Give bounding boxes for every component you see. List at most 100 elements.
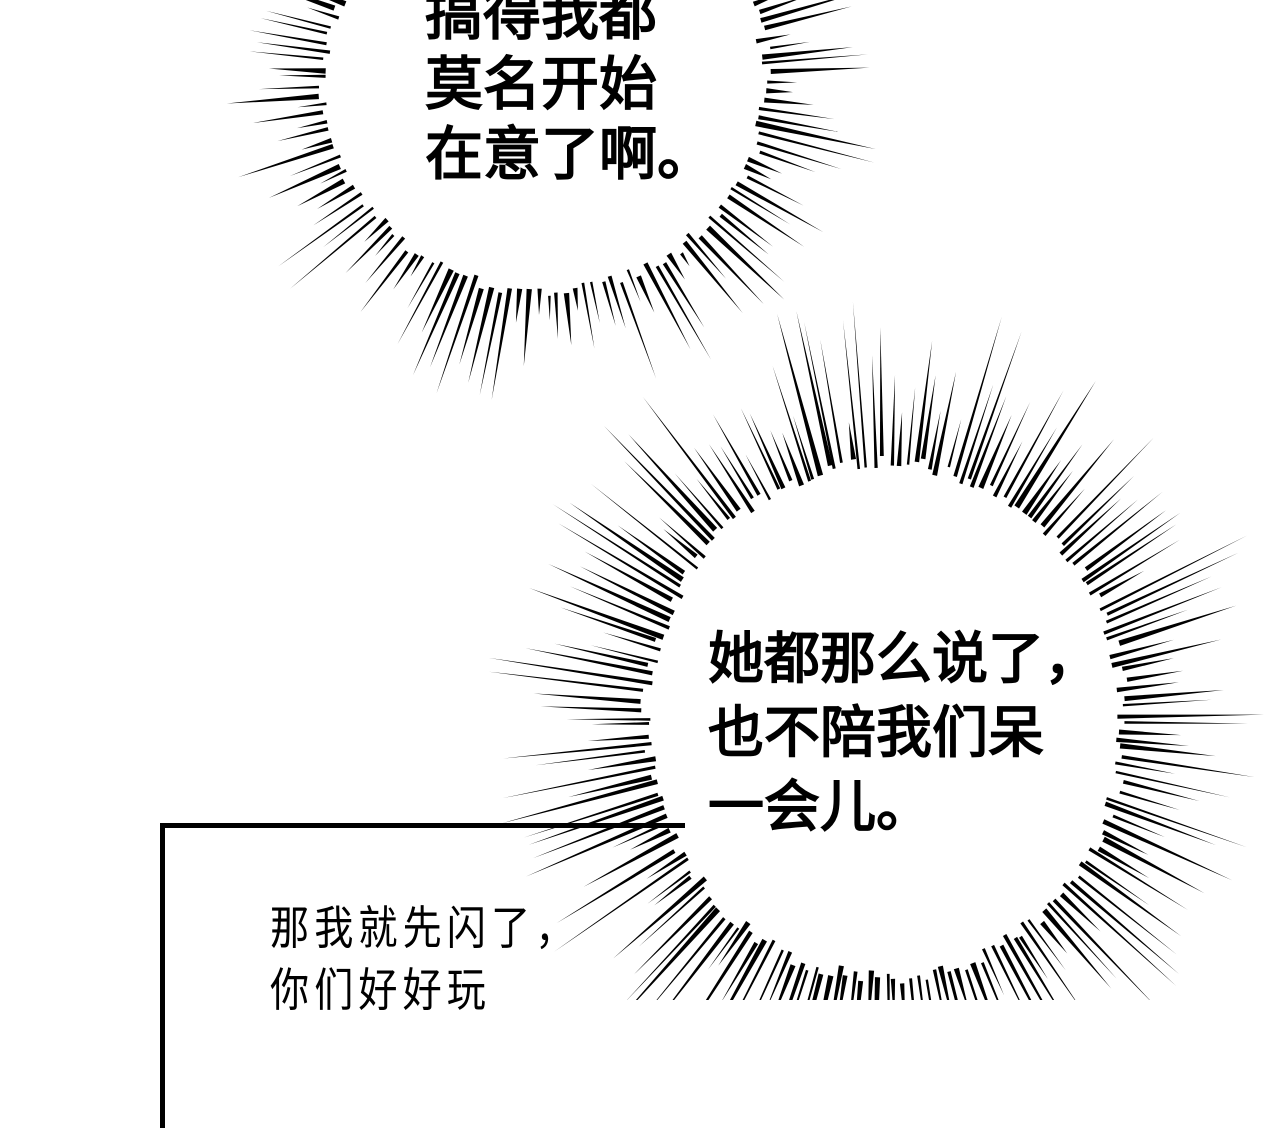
speed-line <box>1042 488 1085 537</box>
speed-line <box>969 396 1007 488</box>
speed-line <box>590 483 699 570</box>
speed-line <box>833 965 844 1000</box>
speed-line <box>587 756 657 770</box>
speed-line <box>613 876 707 959</box>
speed-line <box>812 973 824 1000</box>
speed-line <box>468 286 495 383</box>
speed-line <box>914 340 933 463</box>
speed-line <box>554 643 649 667</box>
speed-line <box>548 295 551 321</box>
speed-line <box>947 419 962 468</box>
speed-line <box>289 215 377 290</box>
speed-line <box>663 529 698 559</box>
speed-line <box>617 525 686 575</box>
speed-line <box>730 186 791 225</box>
speed-line <box>659 517 706 559</box>
speed-line <box>735 181 824 233</box>
speed-line <box>758 115 839 132</box>
speed-line <box>823 975 834 1000</box>
speed-line <box>529 587 665 640</box>
speed-line <box>746 175 804 206</box>
speed-line <box>570 586 670 630</box>
speed-line <box>307 7 340 20</box>
text-line: 在意了啊。 <box>425 120 716 188</box>
speed-line <box>364 217 389 242</box>
speed-line <box>729 938 767 1000</box>
speed-line <box>628 434 718 532</box>
speed-line <box>590 645 659 664</box>
speed-line <box>708 215 785 283</box>
speed-line <box>249 30 327 46</box>
speed-line <box>980 962 999 1000</box>
speed-line <box>706 225 785 300</box>
speed-line <box>1081 512 1181 583</box>
speed-line <box>1097 846 1150 879</box>
speed-line <box>1105 576 1212 624</box>
speed-line <box>965 969 978 1000</box>
speed-line <box>707 927 740 970</box>
speed-line <box>672 921 734 1000</box>
speed-line <box>842 320 861 470</box>
speed-line <box>970 962 988 1000</box>
speed-line <box>1118 605 1237 646</box>
speed-line <box>249 51 324 61</box>
speed-line <box>807 966 819 1000</box>
speed-line <box>758 131 875 163</box>
speed-line <box>713 414 761 496</box>
speed-line <box>1059 498 1122 556</box>
speed-line <box>525 648 653 676</box>
speed-line <box>1106 609 1189 641</box>
speed-line <box>1019 935 1048 980</box>
speed-line <box>320 168 347 184</box>
speed-line <box>758 106 835 120</box>
speed-line <box>1099 535 1248 612</box>
speed-line <box>749 413 786 490</box>
speed-line <box>718 920 751 966</box>
speed-line <box>1014 380 1096 509</box>
speed-line <box>226 93 319 104</box>
speed-line <box>620 282 657 379</box>
speed-line <box>1013 936 1055 1000</box>
speed-line <box>589 281 600 324</box>
speed-line <box>755 34 791 44</box>
speed-line <box>1121 755 1255 778</box>
thought-bubble-top-text: 搞得我都 莫名开始 在意了啊。 <box>425 0 715 195</box>
speed-line <box>301 137 333 150</box>
narration-box <box>160 823 685 1128</box>
speed-line <box>718 204 774 247</box>
speed-line <box>682 240 743 314</box>
speed-line <box>633 896 713 975</box>
speed-line <box>685 232 727 279</box>
speed-line <box>1020 921 1076 1000</box>
speed-line <box>554 857 689 952</box>
speed-line <box>758 0 797 15</box>
speed-line <box>429 274 468 368</box>
speed-line <box>581 282 595 349</box>
speed-line <box>708 444 755 514</box>
speed-line <box>947 971 958 1000</box>
speed-line <box>1059 892 1101 932</box>
speed-line <box>278 204 364 267</box>
speed-line <box>1027 444 1083 519</box>
speed-line <box>533 805 665 859</box>
speed-line <box>568 774 653 798</box>
speed-line <box>722 941 759 1000</box>
speed-line <box>277 127 329 142</box>
speed-line <box>696 478 731 520</box>
speed-line <box>1122 779 1200 802</box>
speed-line <box>796 969 809 1000</box>
speed-line <box>917 975 923 1000</box>
speed-line <box>296 119 328 129</box>
speed-line <box>584 551 673 602</box>
speed-line <box>329 0 347 7</box>
speed-line <box>920 375 936 460</box>
speed-line <box>967 331 1022 480</box>
speed-line <box>743 164 772 180</box>
speed-line <box>375 233 395 256</box>
speed-line <box>1102 819 1233 881</box>
speed-line <box>839 975 848 1000</box>
speed-line <box>1069 880 1180 975</box>
speed-line <box>488 671 644 692</box>
speed-line <box>624 461 710 546</box>
speed-line <box>1106 797 1248 848</box>
